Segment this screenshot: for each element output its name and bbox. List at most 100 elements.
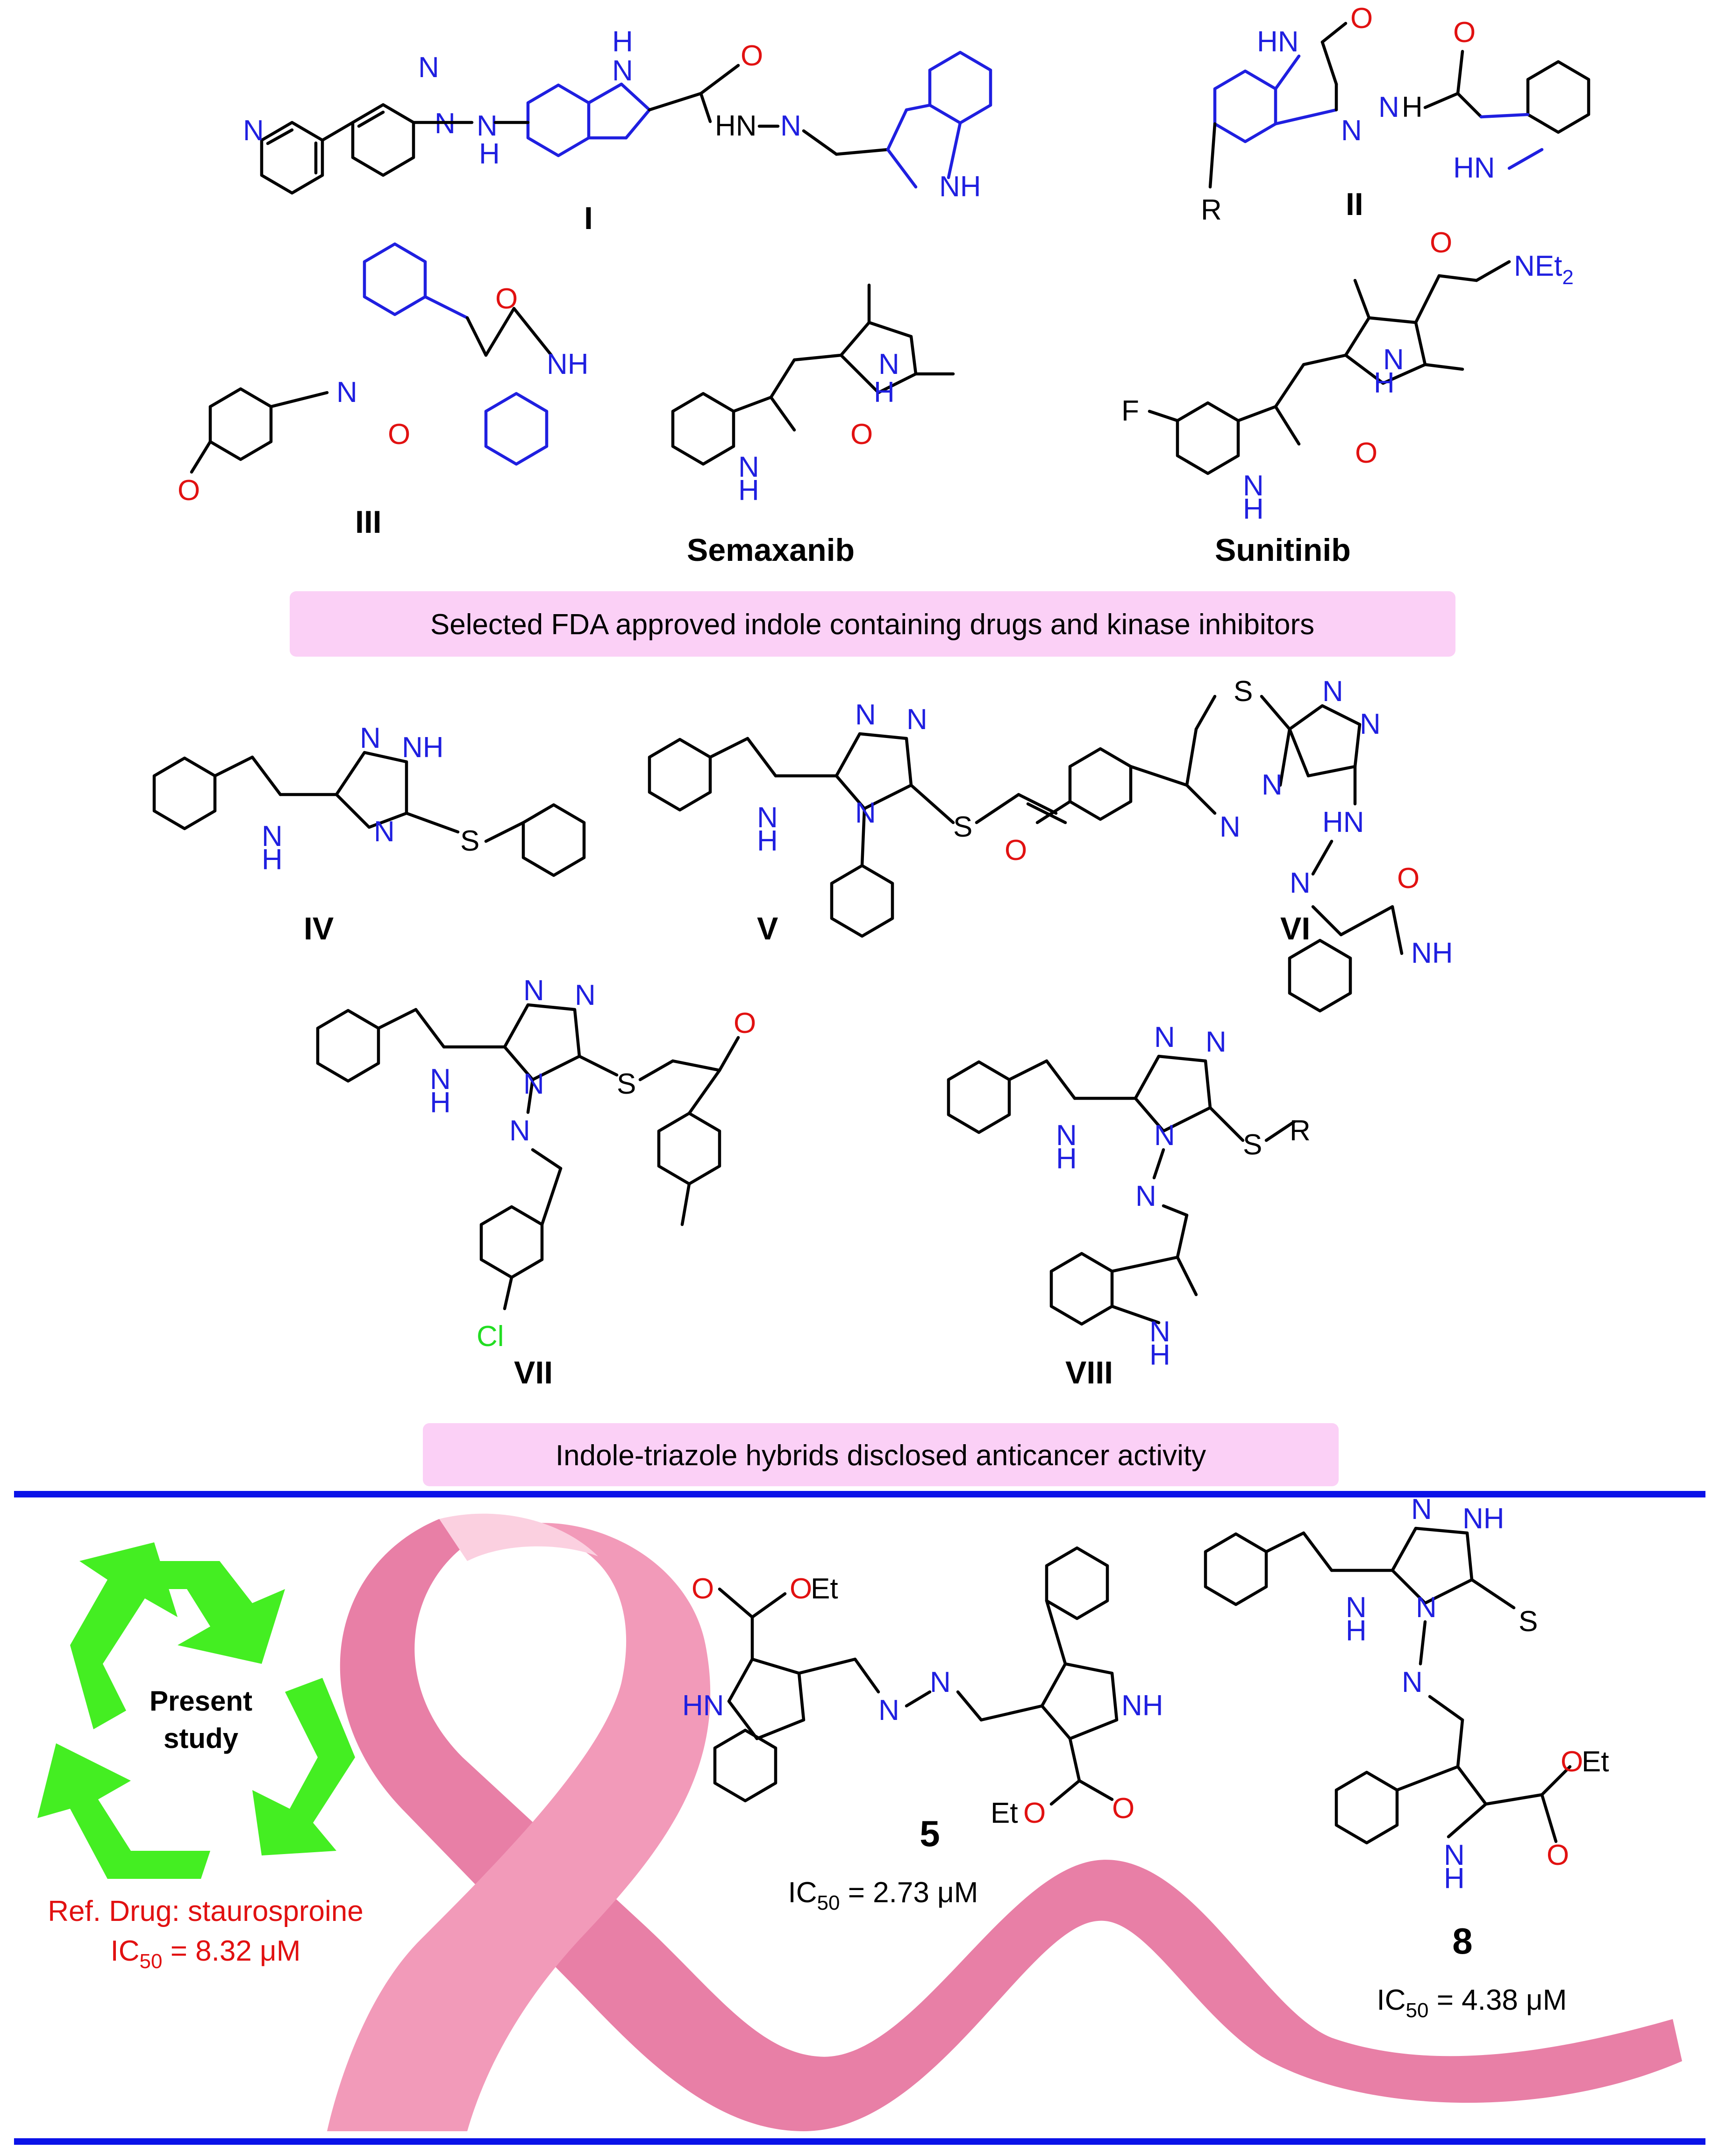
atom-O: O [495, 283, 518, 315]
atom-N: N [336, 376, 357, 408]
banner-hybrids-text: Indole-triazole hybrids disclosed antica… [556, 1440, 1206, 1472]
label-VI: VI [1280, 911, 1310, 946]
atom-N: N [374, 816, 395, 848]
atom-N: N [1262, 769, 1283, 801]
banner-fda-text: Selected FDA approved indole containing … [430, 609, 1314, 641]
atom-S: S [1519, 1605, 1538, 1638]
atom-N: N [1378, 91, 1399, 123]
atom-R: R [1290, 1115, 1311, 1147]
label-III: III [355, 504, 382, 540]
atom-N: N [1346, 1591, 1367, 1624]
present-study-line1: Present [150, 1685, 252, 1717]
atom-N: N [262, 820, 283, 852]
awareness-ribbon-icon [327, 1513, 1682, 2131]
atom-H: H [1056, 1143, 1077, 1175]
atom-Cl: Cl [477, 1320, 504, 1353]
label-semaxanib: Semaxanib [687, 532, 855, 568]
compound-I: N N N N H H N O HN N NH I [243, 26, 992, 236]
atom-N: N [575, 979, 596, 1011]
atom-N: N [878, 348, 899, 380]
atom-N: N [1220, 811, 1241, 843]
ic50-8: IC50 = 4.38 μM [1377, 1984, 1567, 2022]
atom-N: N [523, 1068, 544, 1100]
atom-N: N [1135, 1180, 1156, 1212]
atom-N: N [878, 1694, 899, 1726]
atom-N: N [1243, 470, 1264, 502]
atom-S: S [953, 811, 972, 843]
atom-O: O [1547, 1839, 1569, 1871]
atom-N: N [1056, 1119, 1077, 1152]
atom-S: S [460, 825, 479, 857]
atom-NEt2: NEt2 [1514, 250, 1574, 289]
atom-O: O [1561, 1746, 1583, 1778]
banner-hybrids: Indole-triazole hybrids disclosed antica… [423, 1423, 1339, 1486]
atom-HN: HN [682, 1690, 724, 1722]
atom-H: H [262, 844, 283, 876]
label-8: 8 [1452, 1920, 1472, 1962]
atom-N: N [1205, 1026, 1227, 1058]
atom-NH: NH [939, 171, 981, 203]
atom-H: H [874, 376, 895, 408]
atom-HN: HN [1257, 26, 1299, 58]
atom-N: N [855, 797, 876, 829]
atom-O: O [734, 1007, 756, 1039]
compound-II: HN O N N H O HN R II [1201, 2, 1591, 226]
atom-H: H [612, 26, 633, 58]
atom-N: N [855, 699, 876, 731]
atom-N: N [780, 110, 801, 142]
atom-N: N [1149, 1316, 1170, 1348]
label-sunitinib: Sunitinib [1215, 532, 1351, 568]
atom-F: F [1121, 395, 1139, 427]
atom-NH: NH [402, 731, 444, 764]
reference-ic50: IC50 = 8.32 μM [111, 1935, 301, 1973]
label-IV: IV [304, 911, 334, 946]
atom-N: N [1383, 344, 1404, 376]
compound-VII: O N Cl N H N N N S VII [316, 974, 756, 1390]
atom-O: O [1397, 862, 1419, 895]
atom-O: O [692, 1573, 714, 1605]
atom-H: H [1402, 91, 1423, 123]
atom-H: H [1444, 1862, 1465, 1895]
atom-O: O [1453, 16, 1476, 49]
separator-top [14, 1491, 1705, 1497]
atom-N: N [1411, 1493, 1432, 1526]
atom-NH: NH [1462, 1503, 1505, 1535]
atom-O: O [790, 1573, 812, 1605]
atom-N: N [1341, 115, 1362, 147]
atom-H: H [430, 1087, 451, 1119]
atom-N: N [757, 802, 778, 834]
atom-N: N [477, 110, 498, 142]
atom-EtO: Et [991, 1797, 1018, 1829]
atom-N: N [430, 1063, 451, 1096]
label-VIII: VIII [1065, 1355, 1113, 1390]
recycle-icon: Present study [37, 1542, 355, 1879]
label-I: I [584, 201, 593, 236]
compound-III: NH O N O O III [178, 242, 589, 540]
atom-N: N [360, 722, 381, 754]
atom-NH: NH [1411, 937, 1453, 969]
atom-Et: Et [1582, 1746, 1609, 1778]
atom-S: S [617, 1068, 636, 1100]
label-II: II [1346, 186, 1363, 222]
atom-H: H [1243, 493, 1264, 525]
ic50-5: IC50 = 2.73 μM [788, 1877, 978, 1914]
compound-8: S N H N NH N N N H O Et O 8 IC50 = 4.38 … [1204, 1493, 1609, 2022]
atom-N: N [509, 1115, 530, 1147]
compound-V: N H N N N S V [648, 699, 1067, 946]
compound-IV: N H N NH N S IV [152, 722, 586, 946]
atom-H: H [1346, 1615, 1367, 1647]
atom-H: H [1374, 367, 1395, 399]
atom-HN: HN [715, 110, 757, 142]
compound-semaxanib: H N O N H Semaxanib [671, 283, 955, 568]
reference-drug: Ref. Drug: staurosproine [48, 1895, 363, 1927]
atom-O: O [1350, 2, 1373, 35]
atom-N: N [418, 51, 439, 84]
compound-VIII: R S N H N N N N N H VIII [947, 1021, 1311, 1390]
compound-VI: S N N N N O HN N O NH VI [1005, 675, 1453, 1013]
label-V: V [757, 911, 778, 946]
label-5: 5 [920, 1813, 940, 1854]
atom-N: N [930, 1666, 951, 1698]
atom-H: H [1149, 1339, 1170, 1371]
